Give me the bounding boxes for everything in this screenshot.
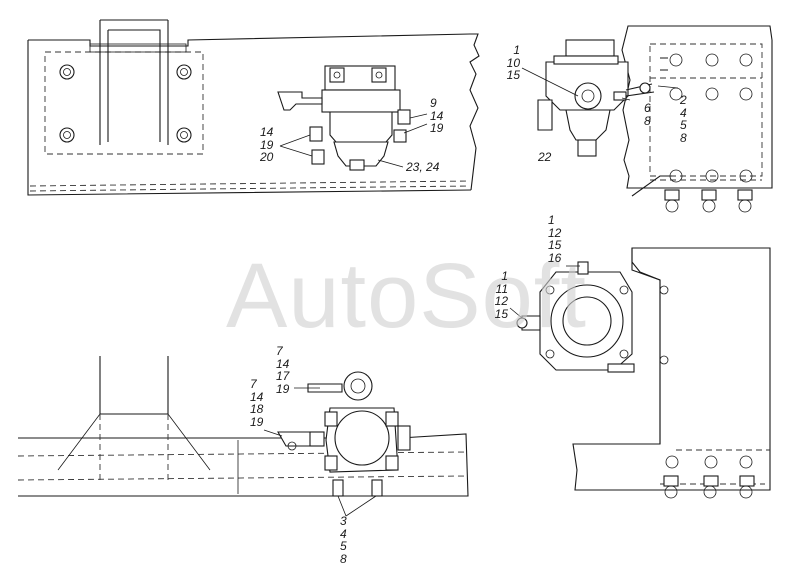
callout-label: 19 [260,137,274,152]
callout-label: 4 [680,105,687,120]
callout-group-1-12-15-16: 1 12 15 16 [548,214,561,264]
callout-label: 14 [250,389,264,404]
callout-label: 1 [548,213,555,227]
callout-label: 5 [340,539,347,553]
callout-group-1-11-12-15: 1 11 12 15 [488,270,508,320]
callout-label: 12 [494,294,508,308]
leaders-panel-2 [521,67,679,101]
callout-label: 14 [260,125,274,139]
callout-label: 12 [548,225,562,240]
callout-label: 5 [680,118,687,132]
callout-label: 4 [340,526,347,541]
leaders-panel-4 [509,265,580,319]
callout-label: 19 [276,381,290,396]
callout-group-7-14-18-19: 7 14 18 19 [250,378,263,428]
callout-group-7-14-17-19: 7 14 17 19 [276,345,289,395]
callout-label: 19 [430,121,444,135]
callout-label: 3 [340,514,347,528]
callout-label: 1 [513,43,520,57]
callout-label: 9 [430,96,437,110]
frame-rail-1 [27,33,480,196]
brake-valve-2 [537,39,655,157]
callout-label: 10 [506,55,520,70]
panel-3-frame-and-cylinder [17,356,469,517]
callout-label: 14 [430,108,444,123]
callout-label: 15 [494,306,508,321]
callout-label: 15 [506,68,520,82]
frame-rail-3 [17,356,469,497]
callout-label: 16 [548,250,562,265]
callout-label: 11 [495,281,508,296]
callout-label: 19 [250,414,264,429]
callout-label: 8 [644,113,651,128]
callout-label: 18 [250,402,264,416]
callout-group-3-4-5-8: 3 4 5 8 [340,515,347,565]
callout-label: 20 [260,150,274,164]
callout-22: 22 [538,150,552,164]
panel-2-frame-and-valve [521,25,773,213]
callout-label: 8 [340,551,347,566]
leaders-panel-1 [279,113,428,168]
callout-label: 7 [250,377,257,391]
callout-label: 17 [276,369,290,383]
callout-group-1-10-15: 1 10 15 [500,44,520,82]
callout-group-14-19-20: 14 19 20 [260,126,273,164]
panel-1-frame-and-valve [27,19,480,196]
brake-valve-1 [277,65,411,171]
frame-rail-4 [572,247,771,499]
callout-group-6-8: 6 8 [644,102,651,127]
callout-group-9-14-19: 9 14 19 [430,97,443,135]
brake-chamber-3 [277,371,411,497]
leaders-panel-3 [263,387,377,517]
callout-23-24: 23, 24 [406,160,440,174]
panel-4-frame-and-cylinder [509,247,771,499]
frame-bracket-1 [44,19,204,155]
callout-label: 7 [276,344,283,358]
watermark: AutoSoft [226,245,587,347]
callout-label: 14 [276,356,290,371]
callout-label: 6 [644,101,651,115]
callout-label: 8 [680,130,687,145]
callout-label: 2 [680,93,687,107]
frame-rail-2 [621,25,773,213]
callout-label: 1 [501,269,508,283]
brake-chamber-4 [516,261,635,373]
callout-group-2-4-5-8: 2 4 5 8 [680,94,687,144]
callout-label: 15 [548,238,562,252]
